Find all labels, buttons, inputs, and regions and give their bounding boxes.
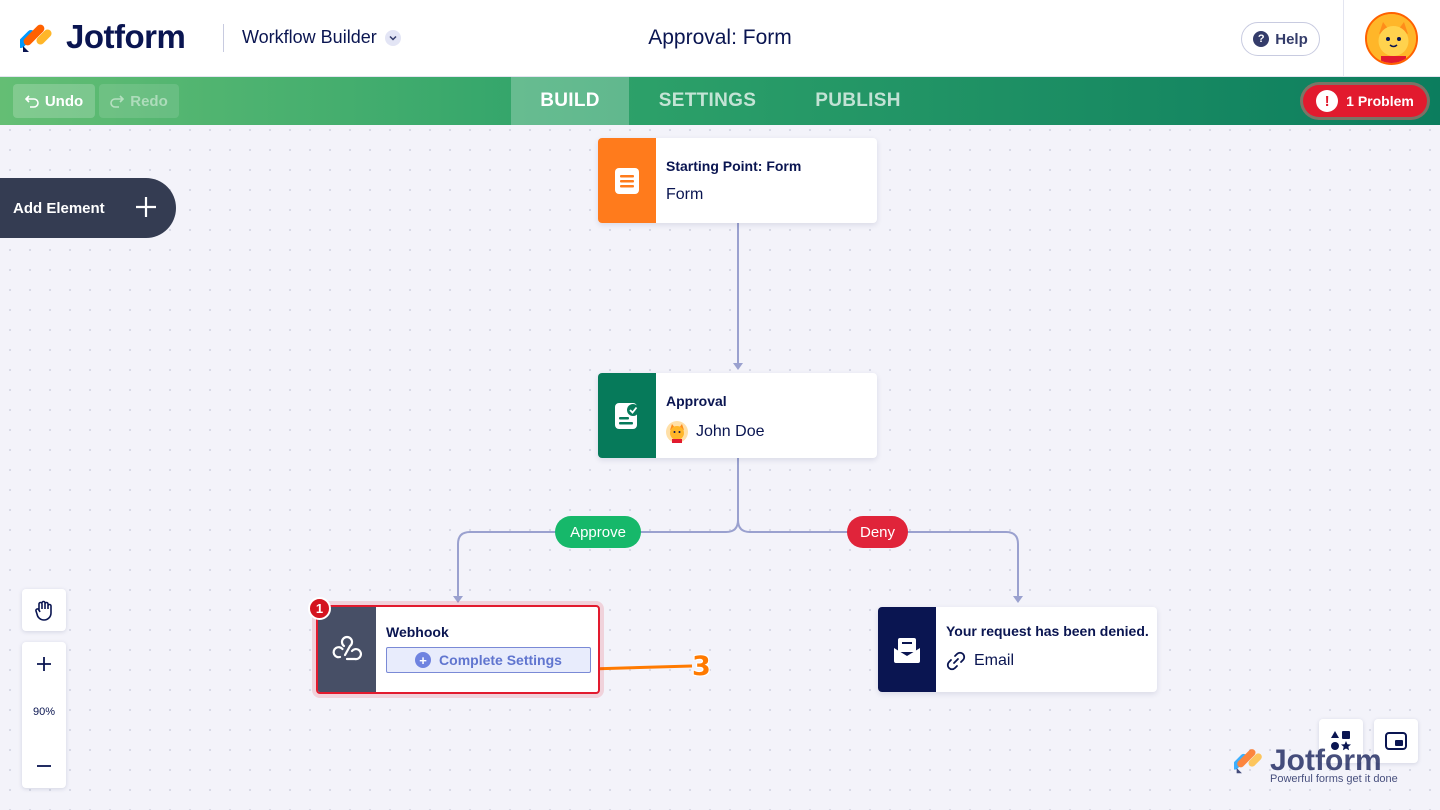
shapes-icon — [1331, 731, 1351, 751]
page-title: Approval: Form — [648, 26, 792, 49]
email-node-subtitle: Email — [974, 652, 1015, 669]
plus-icon — [37, 657, 51, 671]
complete-settings-label: Complete Settings — [439, 652, 562, 668]
user-avatar[interactable] — [1365, 12, 1418, 65]
email-node-icon-panel — [878, 607, 936, 692]
app-switcher-label: Workflow Builder — [242, 27, 377, 47]
chevron-down-icon — [384, 29, 401, 46]
plus-icon — [136, 197, 156, 217]
approval-node-title: Approval — [666, 393, 727, 409]
alert-icon: ! — [1316, 90, 1339, 112]
jotform-logo[interactable]: Jotform — [20, 18, 186, 56]
watermark-tagline: Powerful forms get it done — [1270, 773, 1398, 785]
approval-node-icon-panel — [598, 373, 656, 458]
minus-icon — [37, 765, 51, 767]
arrowhead — [1013, 596, 1023, 603]
builder-navbar: Undo Redo BUILD SETTINGS PUBLISH ! 1 Pro… — [0, 77, 1440, 125]
approval-node-body: Approval John Doe — [656, 373, 765, 458]
approve-branch-label[interactable]: Approve — [555, 516, 641, 548]
elements-panel-button[interactable] — [1319, 719, 1363, 763]
link-icon — [946, 651, 966, 671]
assignee-avatar — [666, 421, 688, 443]
redo-icon — [110, 95, 125, 108]
webhook-icon — [332, 635, 362, 660]
complete-settings-button[interactable]: + Complete Settings — [386, 647, 591, 673]
zoom-level: 90% — [32, 706, 56, 718]
email-node-body: Your request has been denied. Email — [936, 607, 1149, 692]
jotform-logo-icon — [1234, 749, 1262, 774]
jotform-logo-icon — [20, 24, 52, 52]
tab-publish[interactable]: PUBLISH — [815, 90, 901, 111]
jotform-watermark: Jotform Powerful forms get it done — [1234, 744, 1398, 785]
zoom-in-button[interactable] — [22, 642, 66, 686]
assignee-name: John Doe — [696, 423, 765, 440]
avatar-cat-icon — [1367, 14, 1416, 63]
error-count-badge: 1 — [308, 597, 331, 620]
annotation-arrow — [589, 664, 693, 671]
help-button[interactable]: ? Help — [1241, 22, 1320, 56]
zoom-controls: 90% — [22, 642, 66, 788]
start-node[interactable]: Starting Point: Form Form — [598, 138, 877, 223]
undo-button[interactable]: Undo — [13, 84, 95, 118]
arrowhead — [453, 596, 463, 603]
question-icon: ? — [1253, 31, 1270, 47]
redo-label: Redo — [130, 92, 168, 110]
header-divider-right — [1343, 0, 1344, 77]
redo-button[interactable]: Redo — [99, 84, 179, 118]
start-node-title: Starting Point: Form — [666, 158, 802, 174]
header-divider — [223, 24, 224, 52]
app-switcher[interactable]: Workflow Builder — [242, 27, 401, 48]
envelope-icon — [894, 637, 920, 663]
approval-icon — [615, 402, 639, 429]
hand-icon — [35, 600, 52, 621]
start-node-subtitle: Form — [666, 186, 704, 203]
webhook-node-icon-panel — [318, 607, 376, 692]
form-icon — [615, 167, 639, 194]
problems-button[interactable]: ! 1 Problem — [1303, 85, 1427, 117]
annotation-step-number: 3 — [692, 651, 711, 682]
deny-branch-label[interactable]: Deny — [847, 516, 908, 548]
add-element-label: Add Element — [13, 199, 105, 217]
email-node[interactable]: Your request has been denied. Email — [878, 607, 1157, 692]
approval-assignee: John Doe — [666, 421, 765, 443]
plus-circle-icon: + — [415, 652, 432, 668]
page-title-wrap: Approval: Form — [0, 26, 1440, 50]
help-label: Help — [1275, 30, 1308, 48]
email-node-title: Your request has been denied. — [946, 623, 1149, 639]
problems-label: 1 Problem — [1346, 93, 1414, 109]
tab-build[interactable]: BUILD — [511, 77, 629, 125]
approval-node[interactable]: Approval John Doe — [598, 373, 877, 458]
undo-icon — [24, 95, 39, 108]
start-node-body: Starting Point: Form Form — [656, 138, 801, 223]
minimap-toggle-button[interactable] — [1374, 719, 1418, 763]
zoom-out-button[interactable] — [22, 744, 66, 788]
undo-label: Undo — [44, 92, 84, 110]
email-node-type: Email — [946, 651, 1149, 671]
add-element-button[interactable]: Add Element — [0, 178, 176, 238]
tab-settings[interactable]: SETTINGS — [658, 90, 757, 111]
pan-tool-button[interactable] — [22, 589, 66, 631]
brand-name: Jotform — [66, 18, 186, 55]
start-node-icon-panel — [598, 138, 656, 223]
webhook-node[interactable]: Webhook + Complete Settings — [316, 605, 600, 694]
watermark-brand: Jotform — [1270, 744, 1382, 777]
minimap-icon — [1385, 732, 1407, 750]
top-header: Jotform Workflow Builder Approval: Form … — [0, 0, 1440, 77]
webhook-node-body: Webhook + Complete Settings — [376, 607, 591, 692]
arrowhead — [733, 363, 743, 370]
webhook-node-title: Webhook — [386, 624, 449, 640]
